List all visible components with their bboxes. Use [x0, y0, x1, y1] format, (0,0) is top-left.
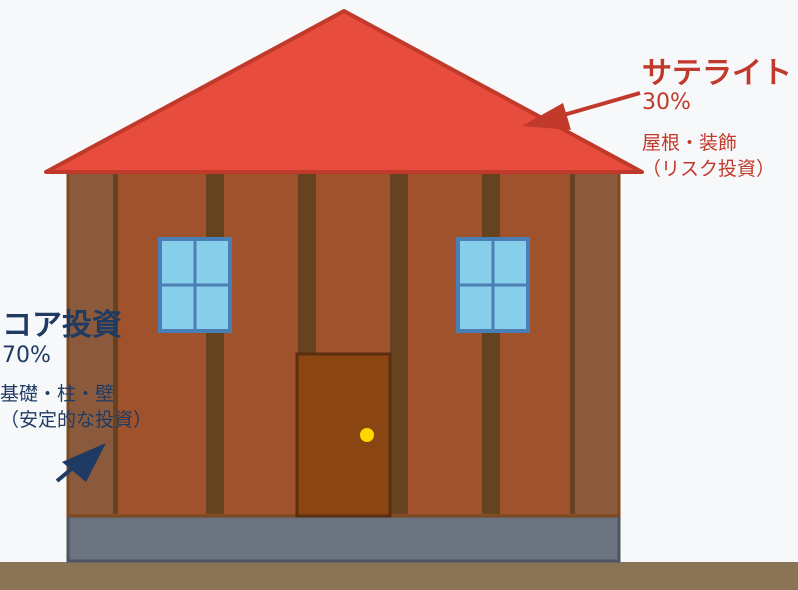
core-title: コア投資 [2, 308, 122, 343]
window-left [158, 237, 232, 333]
pillar [570, 172, 575, 514]
pillar [206, 172, 224, 514]
foundation [66, 514, 621, 563]
core-description-line2: （安定的な投資） [0, 409, 153, 431]
satellite-description-line1: 屋根・装飾 [642, 132, 738, 154]
core-arrow [55, 443, 106, 483]
wall-edge-panel-right [573, 172, 617, 514]
satellite-title: サテライト [642, 56, 792, 91]
door-knob [360, 428, 374, 442]
core-description-line1: 基礎・柱・壁 [0, 383, 115, 405]
satellite-arrow [522, 91, 641, 130]
ground [0, 562, 798, 590]
pillar [482, 172, 500, 514]
roof [44, 9, 644, 174]
pillar [113, 172, 118, 514]
pillar [390, 172, 408, 514]
satellite-percent: 30% [642, 90, 691, 115]
core-percent: 70% [2, 343, 51, 368]
door [295, 352, 392, 518]
window-right [456, 237, 530, 333]
satellite-description-line2: （リスク投資） [642, 158, 776, 180]
